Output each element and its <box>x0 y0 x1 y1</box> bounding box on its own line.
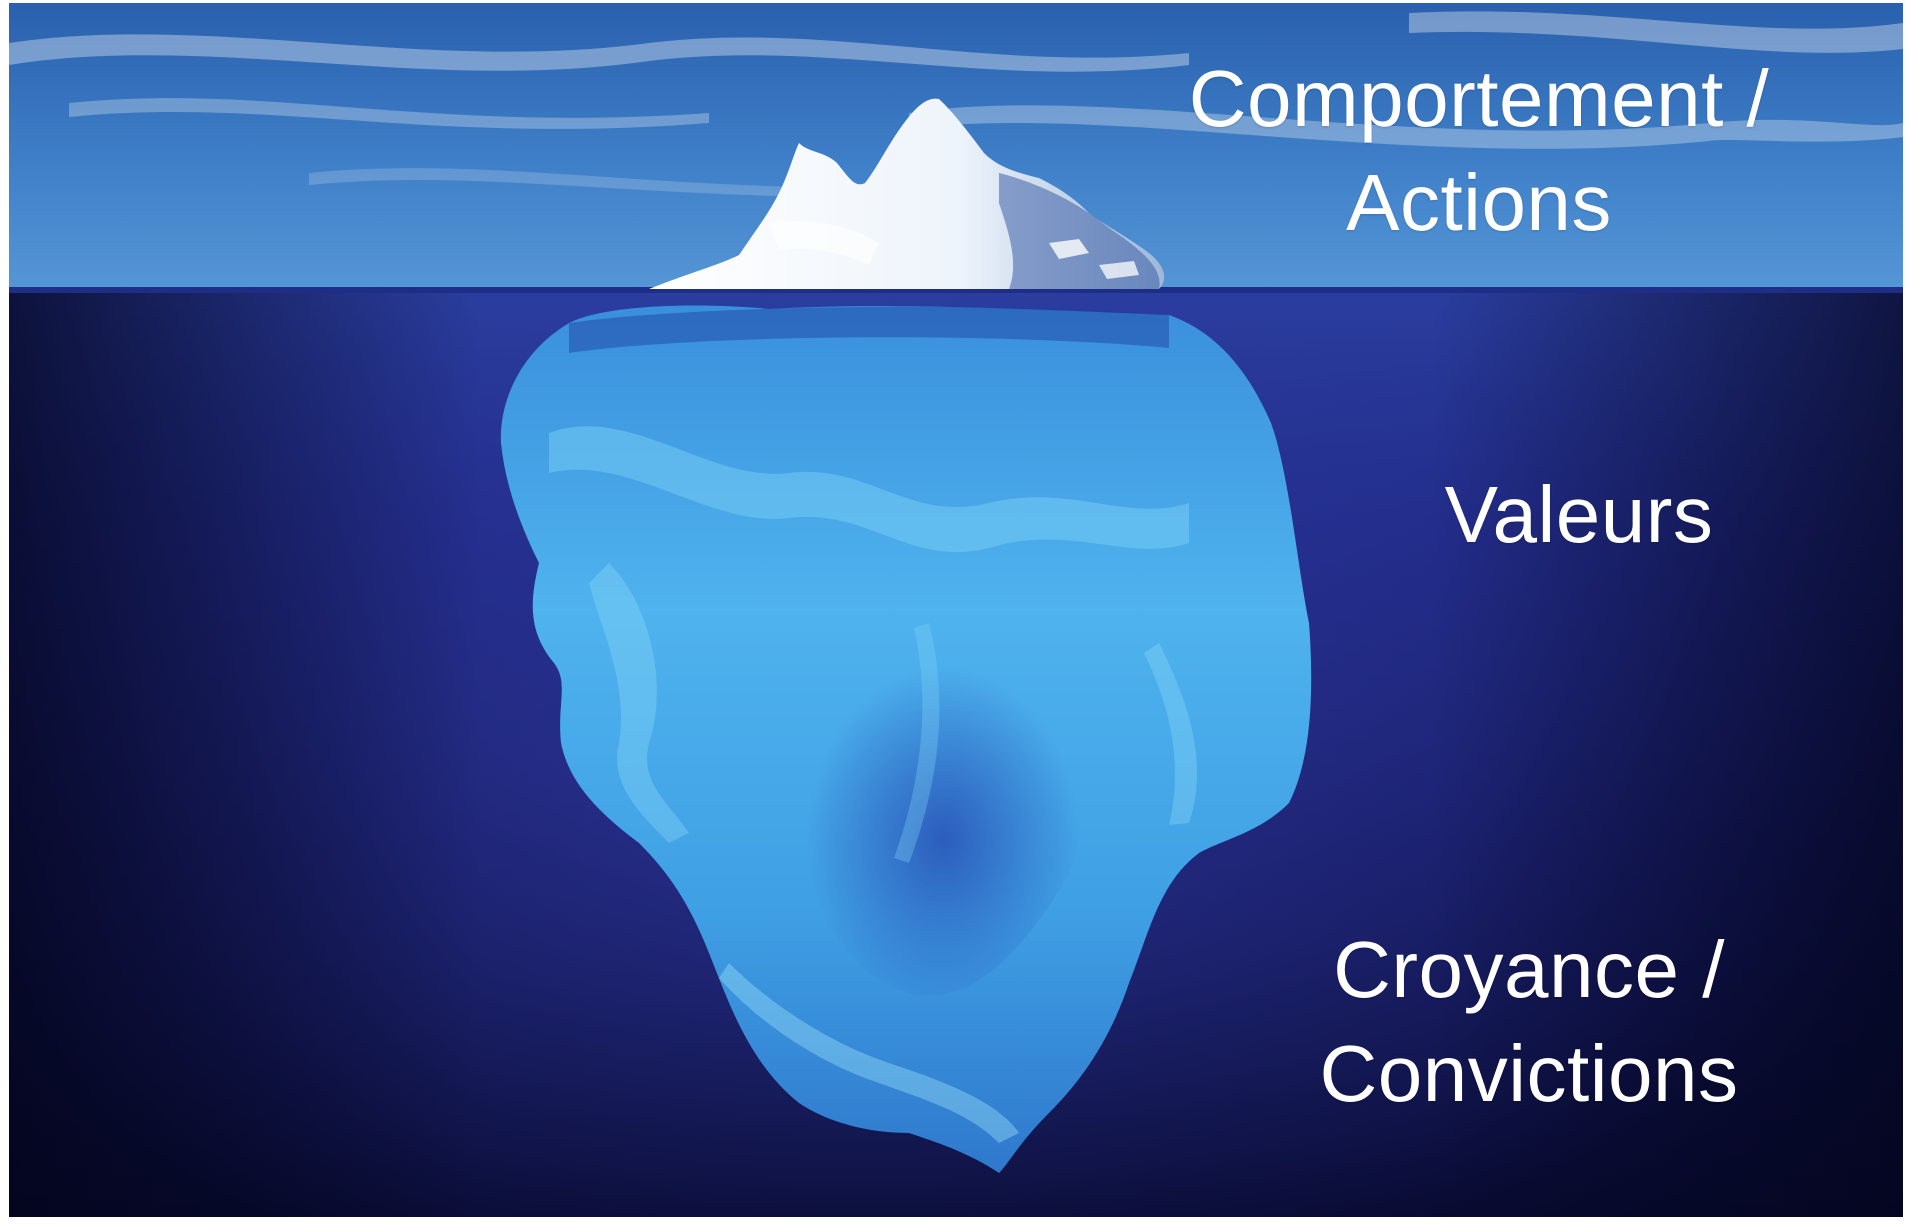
iceberg-tip <box>649 98 1165 290</box>
iceberg-photo: Comportement / Actions Valeurs Croyance … <box>9 3 1903 1217</box>
label-behaviour-actions: Comportement / Actions <box>1159 47 1799 255</box>
label-beliefs-convictions: Croyance / Convictions <box>1209 918 1849 1126</box>
label-values: Valeurs <box>1379 463 1779 567</box>
label-behaviour-line2: Actions <box>1346 158 1612 247</box>
label-beliefs-line2: Convictions <box>1319 1029 1739 1118</box>
iceberg-illustration <box>9 3 1903 1217</box>
label-behaviour-line1: Comportement / <box>1188 54 1770 143</box>
clouds <box>9 11 1903 197</box>
horizon-line <box>9 287 1903 293</box>
label-beliefs-line1: Croyance / <box>1333 925 1725 1014</box>
iceberg-underwater <box>500 305 1312 1173</box>
label-values-line1: Valeurs <box>1444 470 1714 559</box>
